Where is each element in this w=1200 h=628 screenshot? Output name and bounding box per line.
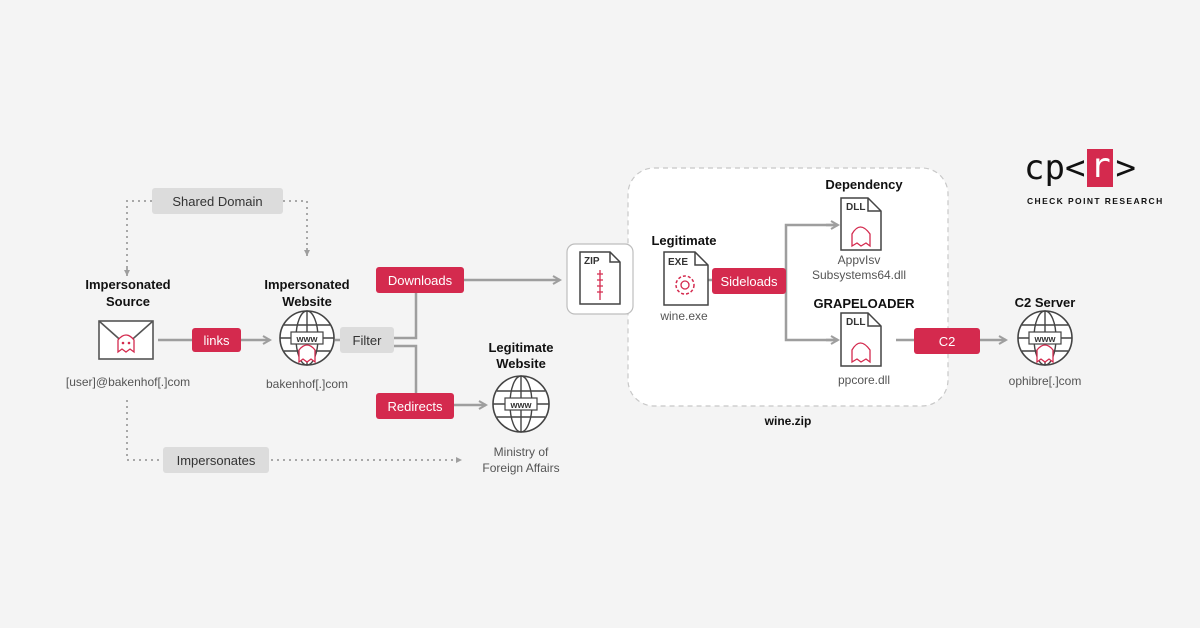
- zip-label: ZIP: [584, 256, 600, 267]
- zip-file-icon: ZIP: [566, 243, 634, 315]
- dll-file-icon: DLL: [840, 312, 882, 367]
- sideloads-branch: [784, 223, 834, 342]
- globe-www-text: www: [1033, 334, 1056, 344]
- logo-subtitle: CHECK POINT RESEARCH: [1027, 196, 1164, 206]
- c2-caption: ophibre[.]com: [1008, 374, 1082, 388]
- source-title-2: Source: [105, 294, 151, 309]
- dependency-title: Dependency: [825, 177, 903, 192]
- website-title-1: Impersonated: [264, 277, 350, 292]
- downloads-label: Downloads: [376, 267, 464, 293]
- group-label: wine.zip: [764, 414, 812, 428]
- logo-r-mark: r: [1087, 149, 1114, 187]
- website-title-2: Website: [282, 294, 332, 309]
- globe-icon: www: [492, 375, 550, 433]
- dll-label: DLL: [846, 317, 865, 328]
- filter-branch-down: [394, 344, 418, 405]
- globe-icon: www: [279, 310, 335, 366]
- dll-file-icon: DLL: [840, 197, 882, 251]
- logo-bracket-close: >: [1115, 148, 1136, 188]
- exe-label: EXE: [668, 257, 688, 268]
- exe-caption: wine.exe: [660, 309, 708, 323]
- exe-title: Legitimate: [651, 233, 717, 248]
- globe-icon: www: [1017, 310, 1073, 366]
- grapeloader-caption: ppcore.dll: [837, 373, 891, 387]
- envelope-icon: [98, 320, 154, 360]
- c2-label: C2: [914, 328, 980, 354]
- legit-title-1: Legitimate: [488, 340, 554, 355]
- legit-caption-1: Ministry of: [493, 445, 549, 459]
- dependency-caption-2: Subsystems64.dll: [811, 268, 907, 282]
- filter-branch-up: [394, 280, 418, 340]
- source-title-1: Impersonated: [85, 277, 171, 292]
- legit-title-2: Website: [496, 356, 546, 371]
- shared-domain-connector: [126, 200, 308, 272]
- legit-caption-2: Foreign Affairs: [482, 461, 560, 475]
- links-label: links: [192, 328, 241, 352]
- dependency-caption-1: AppvIsv: [837, 253, 881, 267]
- logo-cp-text: cp: [1024, 148, 1065, 188]
- globe-www-text: www: [509, 400, 532, 410]
- filter-label: Filter: [340, 327, 394, 353]
- gear-icon: [675, 275, 695, 295]
- exe-file-icon: EXE: [663, 251, 709, 306]
- check-point-logo: cp < r >: [1024, 148, 1136, 188]
- impersonates-label: Impersonates: [163, 447, 269, 473]
- website-caption: bakenhof[.]com: [265, 377, 349, 391]
- logo-bracket-open: <: [1064, 148, 1086, 188]
- source-caption: [user]@bakenhof[.]com: [65, 375, 191, 389]
- impersonates-connector: [126, 400, 462, 463]
- shared-domain-label: Shared Domain: [152, 188, 283, 214]
- dll-label: DLL: [846, 202, 865, 213]
- globe-www-text: www: [295, 334, 318, 344]
- grapeloader-title: GRAPELOADER: [813, 296, 915, 311]
- c2-title: C2 Server: [1014, 295, 1076, 310]
- sideloads-label: Sideloads: [712, 268, 786, 294]
- redirects-label: Redirects: [376, 393, 454, 419]
